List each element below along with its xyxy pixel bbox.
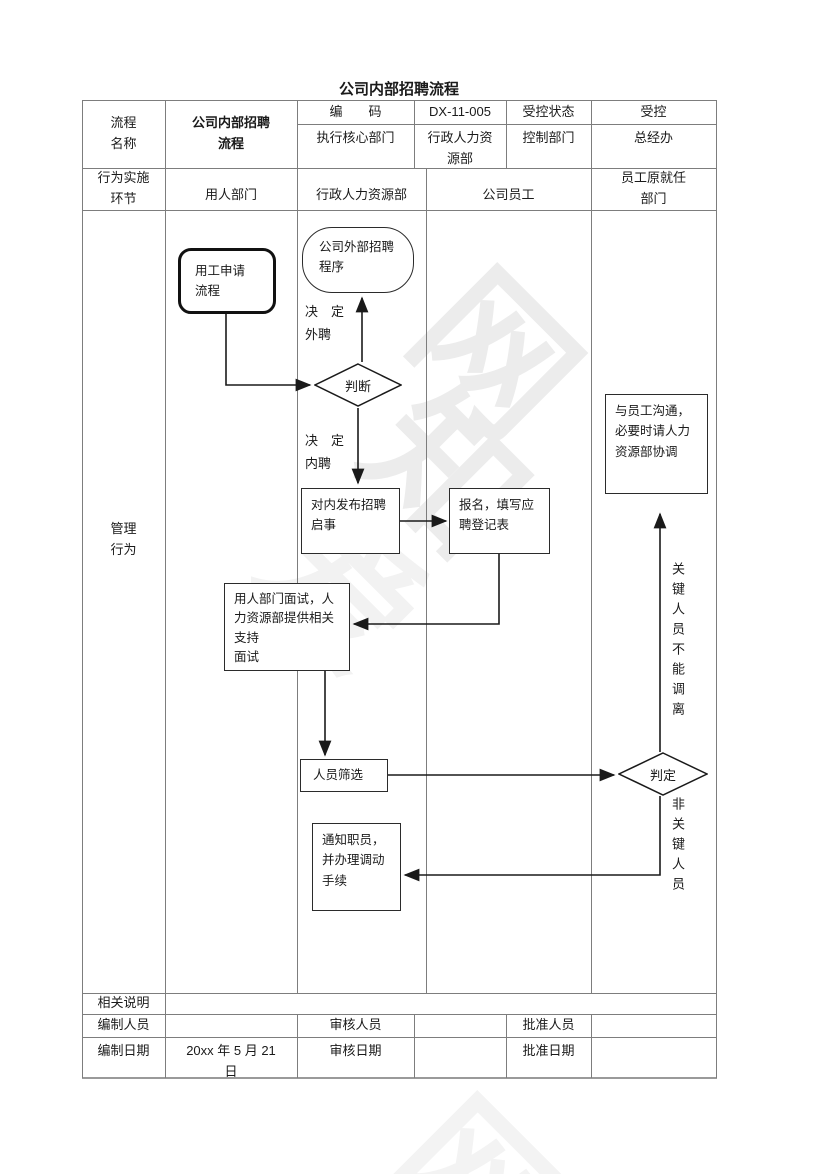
table-line [506,100,507,168]
core-dept-value: 行政人力资 源部 [427,130,493,166]
table-line [297,124,717,125]
lane-employing-dept: 用人部门 [204,187,257,203]
table-line [297,100,298,993]
notes-label: 相关说明 [97,995,150,1011]
control-dept-value: 总经办 [633,130,673,145]
body-row-label: 管理 行为 [110,521,137,557]
lane-original-dept: 员工原就任 部门 [620,170,686,206]
flow-judge2-diamond: 判定 [618,752,708,796]
table-line [414,100,415,168]
process-name-label: 流程 名称 [110,115,137,151]
controlled-status-value: 受控 [640,103,667,119]
table-line [82,100,83,1078]
table-line [82,210,717,211]
table-line [297,1014,298,1078]
flow-communicate-node: 与员工沟通， 必要时请人力 资源部协调 [605,394,708,494]
approve-date-label: 批准日期 [522,1043,575,1058]
lane-row-label: 行为实施 环节 [97,170,150,206]
key-person-branch-label: 关键人员不能调离 [670,562,685,722]
flow-notify-node: 通知职员， 并办理调动 手续 [312,823,401,911]
table-bottom-border [82,1077,717,1079]
table-line [165,100,166,1078]
lane-employees: 公司员工 [482,187,535,203]
code-label: 编 码 [329,103,382,119]
judge1-label: 判断 [344,378,371,394]
flow-register-node: 报名，填写应 聘登记表 [449,488,550,554]
table-line [716,100,717,1078]
decide-external-label: 决 定 外聘 [305,304,345,342]
table-line [82,168,717,169]
flow-interview-node: 用人部门面试，人 力资源部提供相关 支持 面试 [224,583,350,671]
table-line [82,1037,717,1038]
author-label: 编制人员 [97,1017,150,1033]
code-value: DX-11-005 [429,103,491,119]
reviewer-label: 审核人员 [329,1017,382,1033]
controlled-status-label: 受控状态 [522,103,575,119]
non-key-branch-label: 非关键人员 [670,797,685,897]
author-date-value: 20xx 年 5 月 21 日 [186,1043,276,1079]
swimlane-divider [426,168,427,993]
flow-external-program-node: 公司外部招聘 程序 [302,227,414,293]
table-line [506,1014,507,1078]
lane-hr-dept: 行政人力资源部 [315,187,407,203]
table-line [82,993,717,994]
flow-start-node: 用工申请 流程 [178,248,276,314]
decide-internal-label: 决 定 内聘 [305,433,345,471]
flow-screening-node: 人员筛选 [300,759,388,792]
judge2-label: 判定 [649,767,676,783]
page-title: 公司内部招聘流程 [338,81,459,98]
process-name-value: 公司内部招聘 流程 [191,115,270,151]
table-line [591,1014,592,1078]
author-date-label: 编制日期 [97,1043,150,1058]
flow-judge1-diamond: 判断 [314,363,402,407]
table-line [591,100,592,993]
table-line [414,1014,415,1078]
core-dept-label: 执行核心部门 [316,130,395,145]
approver-label: 批准人员 [522,1017,575,1033]
review-date-label: 审核日期 [329,1043,382,1058]
control-dept-label: 控制部门 [522,130,575,145]
table-line [82,1014,717,1015]
table-line [82,100,717,101]
flow-publish-node: 对内发布招聘 启事 [301,488,400,554]
